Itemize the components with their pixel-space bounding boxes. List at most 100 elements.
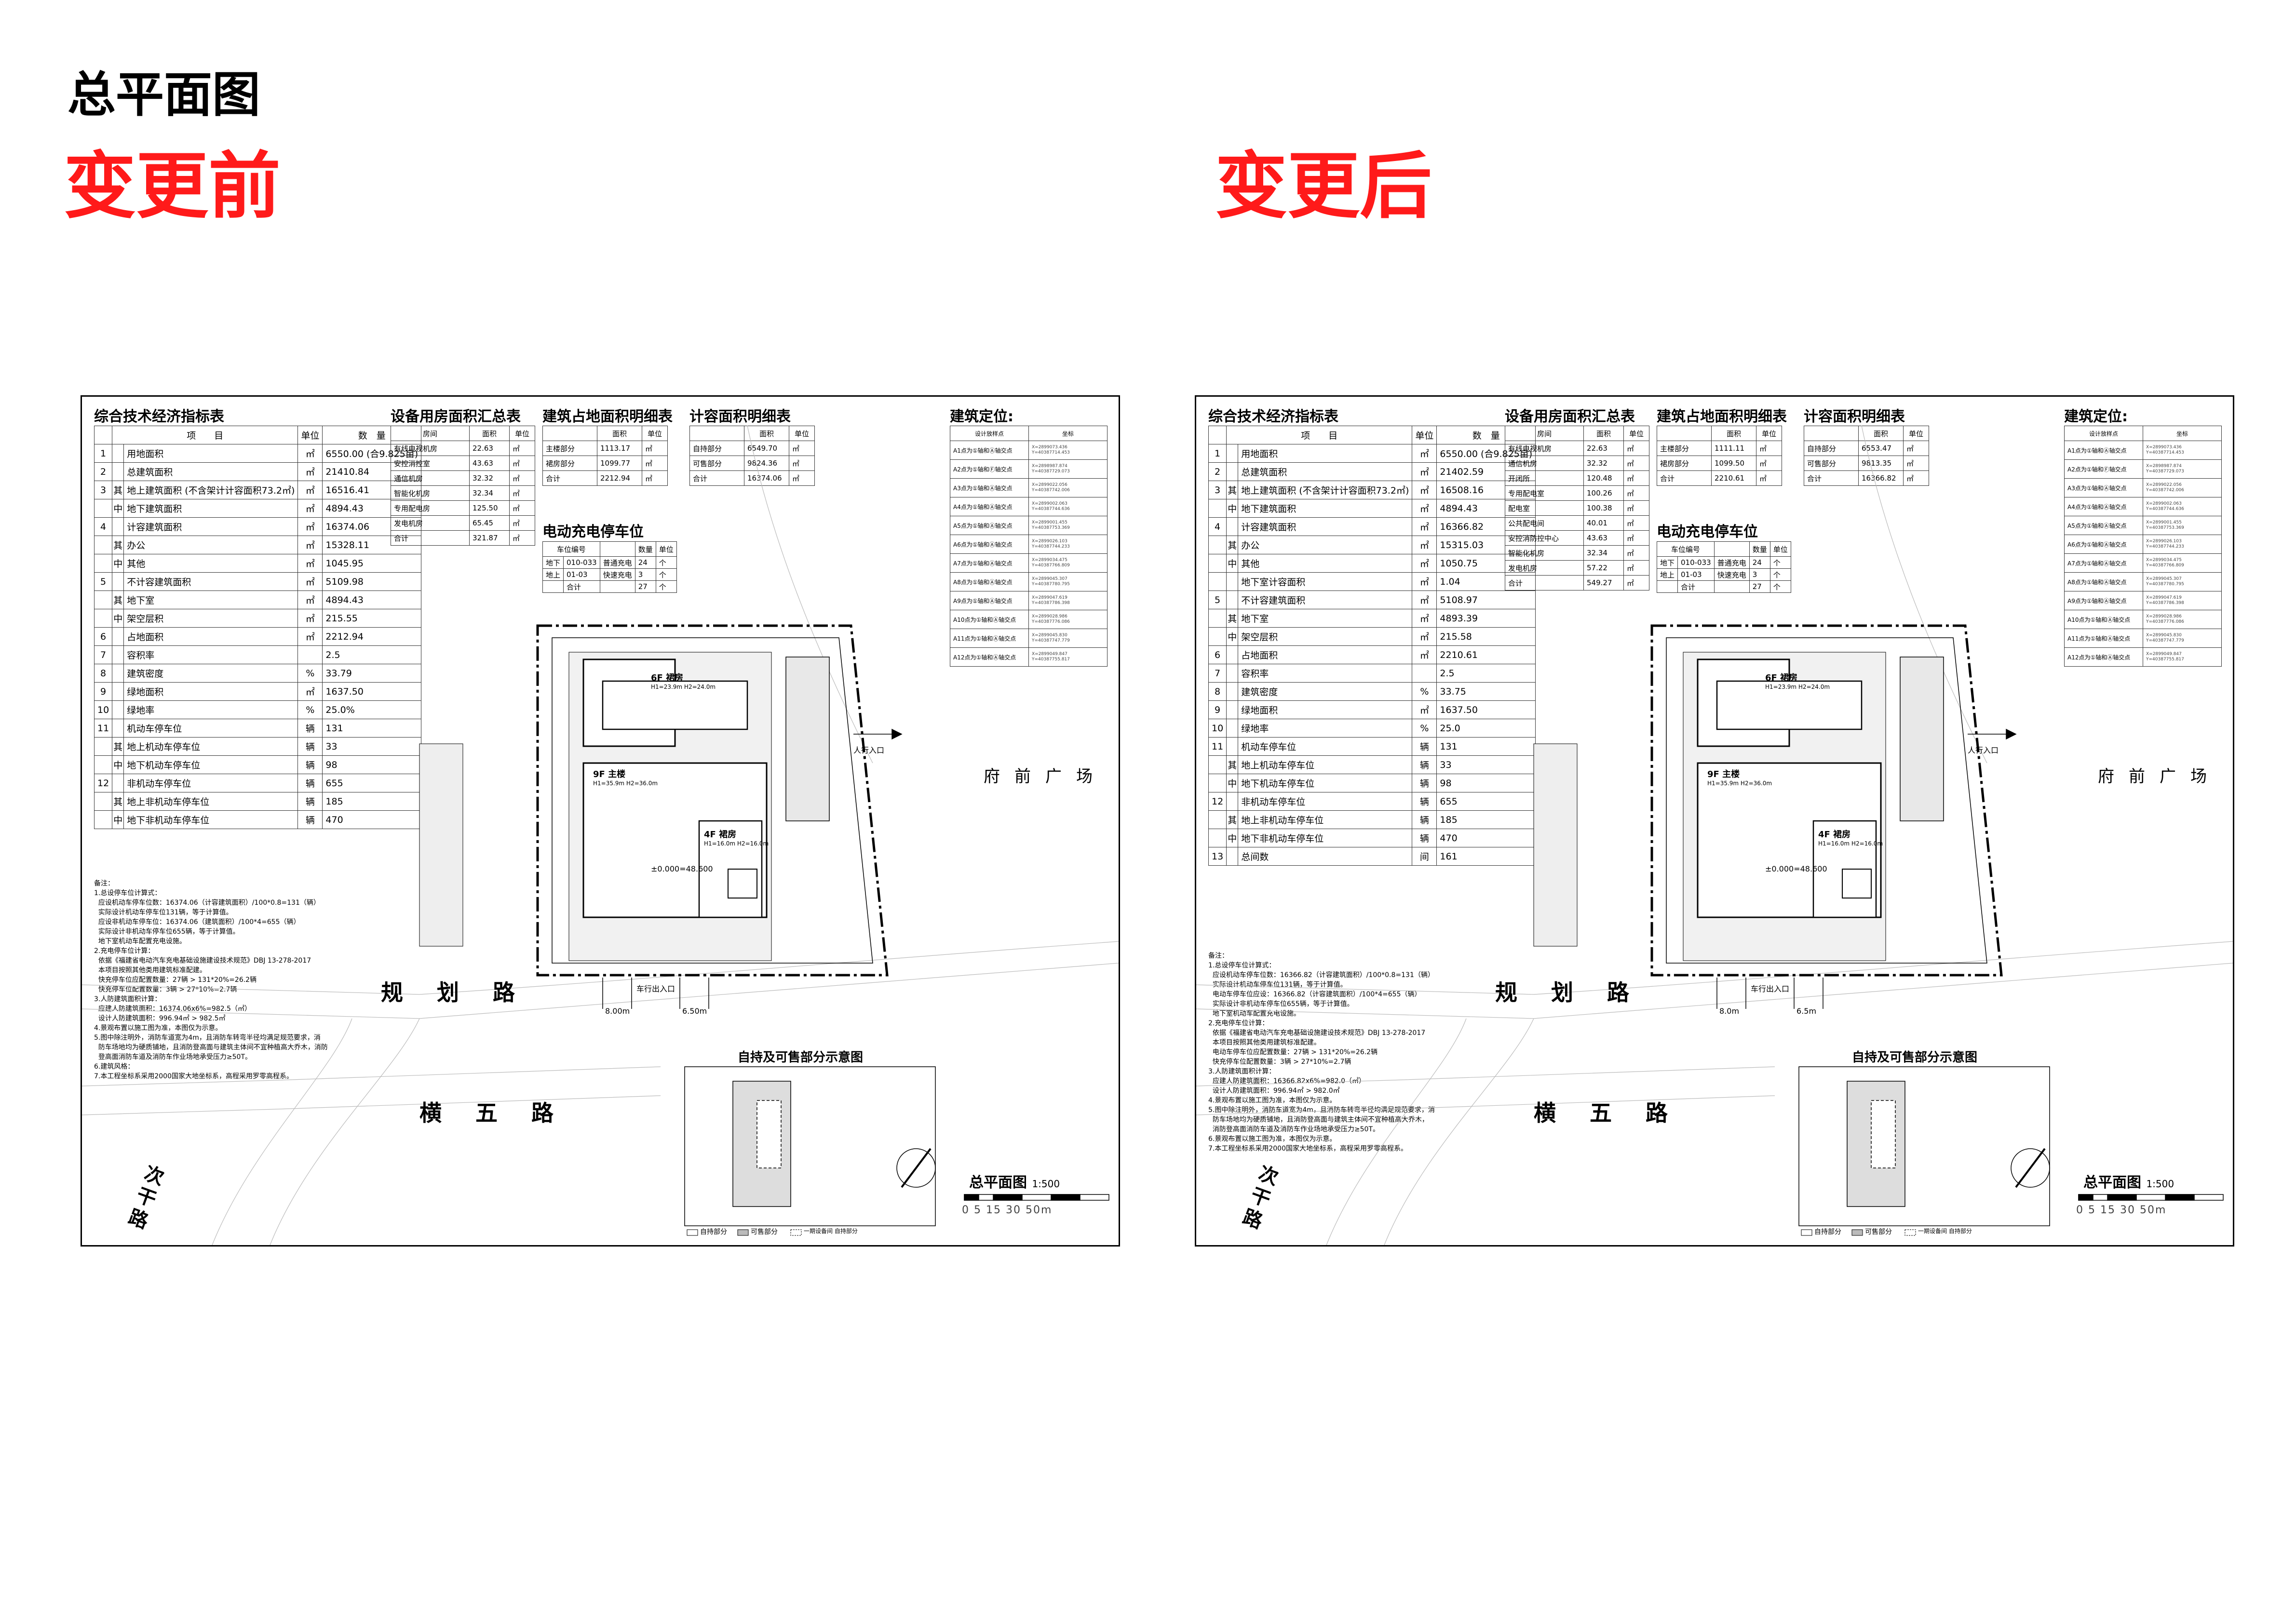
row-unit: 辆 xyxy=(1412,792,1437,811)
row-group: 中 xyxy=(112,554,124,573)
row-number: 11 xyxy=(94,719,113,738)
vehicle-entry-label: 车行出入口 xyxy=(1751,984,1790,993)
secondary-road-edge-2 xyxy=(212,1018,352,1245)
elevation-label: ±0.000=48.600 xyxy=(1765,864,1827,873)
row-value: 33.75 xyxy=(1436,682,1536,701)
site-plan xyxy=(1196,425,2233,1245)
scale-ticks: 0 5 15 30 50m xyxy=(2076,1204,2167,1216)
table-cell: 32.34 xyxy=(1583,545,1624,561)
location-coord: X=2899002.063 Y=40387744.636 xyxy=(1028,497,1107,516)
far-title: 计容面积明细表 xyxy=(1804,408,1905,425)
row-value: 470 xyxy=(322,810,422,829)
row-number xyxy=(1208,572,1227,591)
location-point: A9点为①轴和Ⓐ轴交点 xyxy=(2064,591,2143,610)
location-coord: X=2898987.874 Y=40387729.073 xyxy=(2143,459,2222,479)
legend-label-2: 可售部分 xyxy=(751,1228,778,1236)
inset-frame xyxy=(1798,1066,2050,1226)
row-value: 161 xyxy=(1436,847,1536,866)
row-item: 不计容建筑面积 xyxy=(123,572,298,591)
row-value: 98 xyxy=(322,755,422,774)
row-value: 5109.98 xyxy=(322,572,422,591)
table-cell: 合计 xyxy=(1677,580,1715,593)
location-point: A5点为①轴和Ⓐ轴交点 xyxy=(2064,516,2143,535)
row-number: 4 xyxy=(94,517,113,536)
row-unit: ㎡ xyxy=(297,590,323,609)
table-cell: ㎡ xyxy=(509,470,535,486)
equip-title: 设备用房面积汇总表 xyxy=(391,408,521,425)
row-group: 其 xyxy=(112,590,124,609)
site-boundary xyxy=(536,624,889,977)
row-group: 中 xyxy=(1226,554,1239,573)
row-number xyxy=(94,536,113,554)
table-cell: 个 xyxy=(1769,556,1791,569)
location-point: A2点为①轴和Ⓕ轴交点 xyxy=(950,459,1029,479)
row-group xyxy=(1226,719,1239,738)
north-arrow-circle xyxy=(2011,1148,2050,1188)
row-group: 中 xyxy=(1226,774,1239,792)
row-item: 机动车停车位 xyxy=(123,719,298,738)
notes-block: 备注： 1.总设停车位计算式： 应设机动车停车位数：16374.06（计容建筑面… xyxy=(94,880,328,1080)
table-cell: 01-03 xyxy=(563,568,600,581)
legend-label-2: 可售部分 xyxy=(1865,1228,1892,1236)
row-item: 绿地面积 xyxy=(1238,700,1413,719)
table-cell: 合计 xyxy=(1505,575,1584,590)
row-unit: ㎡ xyxy=(297,517,323,536)
row-number: 10 xyxy=(1208,719,1227,738)
table-header-cell: 数量 xyxy=(1749,541,1770,557)
far-title: 计容面积明细表 xyxy=(689,408,791,425)
table-cell: 通信机房 xyxy=(391,470,470,486)
scale-bar-seg-2 xyxy=(993,1194,1023,1201)
row-number: 13 xyxy=(1208,847,1227,866)
table-cell: 010-033 xyxy=(1677,556,1715,569)
table-cell: 地下 xyxy=(1656,556,1678,569)
summary-title: 综合技术经济指标表 xyxy=(1208,408,1338,425)
road-edge-3 xyxy=(82,984,420,995)
row-number xyxy=(94,792,113,811)
location-coord: X=2899001.455 Y=40387753.369 xyxy=(2143,516,2222,535)
plaza-label: 府前广场 xyxy=(984,767,1107,786)
row-unit: 辆 xyxy=(1412,774,1437,792)
table-cell: 专用配电室 xyxy=(1505,485,1584,501)
row-item: 地下非机动车停车位 xyxy=(123,810,298,829)
row-group xyxy=(1226,847,1239,866)
location-point: A10点为①轴和Ⓐ轴交点 xyxy=(950,610,1029,629)
row-group xyxy=(1226,572,1239,591)
after-label: 变更后 xyxy=(1215,145,1432,228)
row-item: 计容建筑面积 xyxy=(1238,517,1413,536)
road-edge-1 xyxy=(1533,941,2233,995)
row-value: 5108.97 xyxy=(1436,590,1536,609)
plaza-edge xyxy=(1861,425,1987,764)
row-group xyxy=(112,572,124,591)
row-value: 655 xyxy=(1436,792,1536,811)
notes-block: 备注： 1.总设停车位计算式： 应设机动车停车位数：16366.82（计容建筑面… xyxy=(1208,952,1435,1153)
table-cell: 27 xyxy=(1749,580,1770,593)
table-cell: 自持部分 xyxy=(1804,441,1859,456)
inset-sale-part xyxy=(756,1100,782,1168)
north-arrow-circle xyxy=(896,1148,936,1188)
row-item: 建筑密度 xyxy=(123,664,298,683)
elevation-label: ±0.000=48.600 xyxy=(651,864,713,873)
table-cell: 可售部分 xyxy=(1804,456,1859,471)
location-point: A5点为①轴和Ⓐ轴交点 xyxy=(950,516,1029,535)
row-value: 2.5 xyxy=(1436,664,1536,683)
